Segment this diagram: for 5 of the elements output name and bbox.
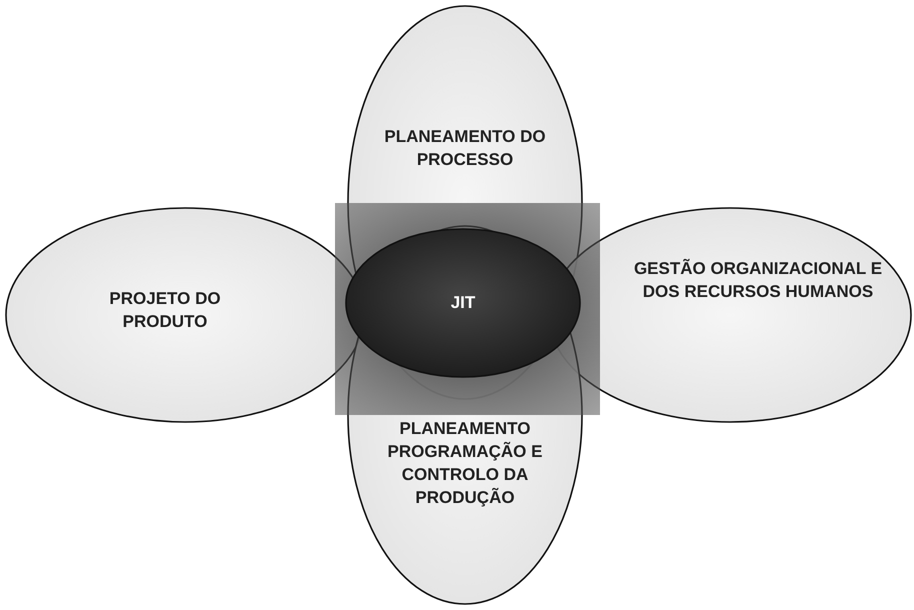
ellipse-label: PROJETO DO PRODUTO — [108, 288, 222, 333]
ellipse-label: JIT — [450, 292, 476, 314]
ellipse-label: PLANEAMENTO PROGRAMAÇÃO E CONTROLO DA PRODUÇÃO — [386, 418, 544, 509]
ellipse-label: PLANEAMENTO DO PROCESSO — [383, 126, 547, 171]
ellipse-label: GESTÃO ORGANIZACIONAL E DOS RECURSOS HUMANOS — [632, 258, 884, 303]
